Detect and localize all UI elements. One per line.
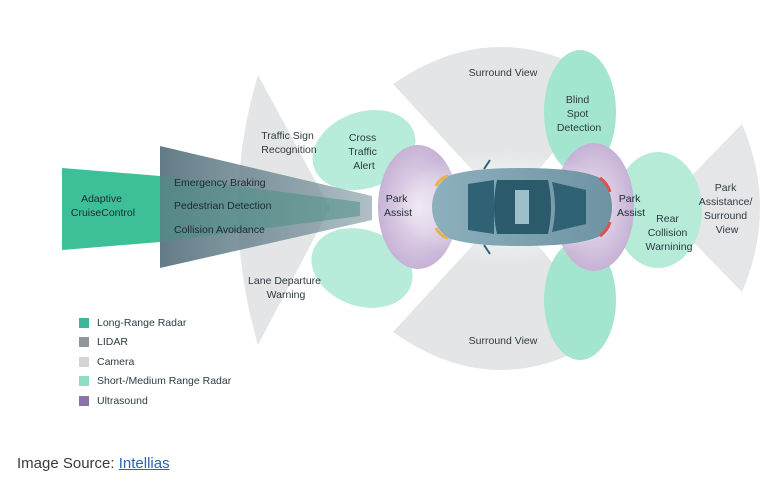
legend-label: Ultrasound — [97, 394, 148, 407]
car-roof-window — [515, 190, 529, 224]
camera-rear-fan — [660, 124, 760, 292]
legend-swatch — [79, 356, 89, 367]
legend-swatch — [79, 337, 89, 348]
legend-label: Long-Range Radar — [97, 316, 187, 329]
long-range-radar-beam — [62, 168, 160, 250]
car — [432, 159, 612, 255]
car-taillight-bottom — [599, 221, 612, 238]
label-cross-traffic: Cross Traffic Alert — [348, 132, 380, 172]
label-traffic-sign: Traffic Sign Recognition — [261, 130, 317, 156]
car-windshield — [468, 180, 494, 234]
image-source-credit: Image Source: Intellias — [17, 455, 170, 472]
radar-rear-collision-lobe — [614, 152, 702, 268]
intellias-link[interactable]: Intellias — [118, 455, 170, 472]
legend-label: Camera — [97, 355, 135, 368]
legend-item-lidar: LIDAR — [79, 333, 231, 353]
legend-label: Short-/Medium Range Radar — [97, 375, 232, 388]
car-mirror-bottom — [483, 244, 491, 255]
legend: Long-Range Radar LIDAR Camera Short-/Med… — [79, 313, 231, 411]
car-mirror-top — [483, 159, 491, 170]
radar-blind-spot-lobe — [544, 50, 616, 174]
legend-item-ultrasound: Ultrasound — [79, 391, 231, 411]
label-collision-avoidance: Collision Avoidance — [174, 224, 265, 236]
image-source-prefix: Image Source: — [17, 455, 119, 472]
label-blind-spot: Blind Spot Detection — [557, 94, 602, 134]
label-surround-view-top: Surround View — [469, 67, 538, 79]
label-surround-view-bottom: Surround View — [469, 335, 538, 347]
label-pedestrian-detection: Pedestrian Detection — [174, 200, 272, 212]
legend-item-long-range-radar: Long-Range Radar — [79, 313, 231, 333]
legend-swatch — [79, 376, 89, 387]
label-park-assist-front: Park Assist — [384, 193, 412, 219]
long-range-radar-inner — [160, 176, 360, 242]
legend-swatch — [79, 317, 89, 328]
label-lane-departure: Lane Departure Warning — [248, 275, 324, 301]
radar-lane-departure-lobe — [311, 228, 413, 308]
legend-item-short-medium-radar: Short-/Medium Range Radar — [79, 372, 231, 392]
label-emergency-braking: Emergency Braking — [174, 177, 266, 189]
label-park-assistance-surround: Park Assistance/ Surround View — [699, 182, 756, 236]
car-rear-window — [552, 182, 586, 232]
label-rear-collision: Rear Collision Warnining — [646, 213, 693, 253]
label-adaptive-cruise: Adaptive CruiseControl — [71, 193, 135, 219]
label-park-assist-rear: Park Assist — [617, 193, 645, 219]
legend-label: LIDAR — [97, 336, 128, 349]
car-headlight-bottom — [434, 227, 449, 240]
legend-swatch — [79, 395, 89, 406]
legend-item-camera: Camera — [79, 352, 231, 372]
car-taillight-top — [599, 176, 612, 193]
car-headlight-top — [434, 174, 449, 187]
